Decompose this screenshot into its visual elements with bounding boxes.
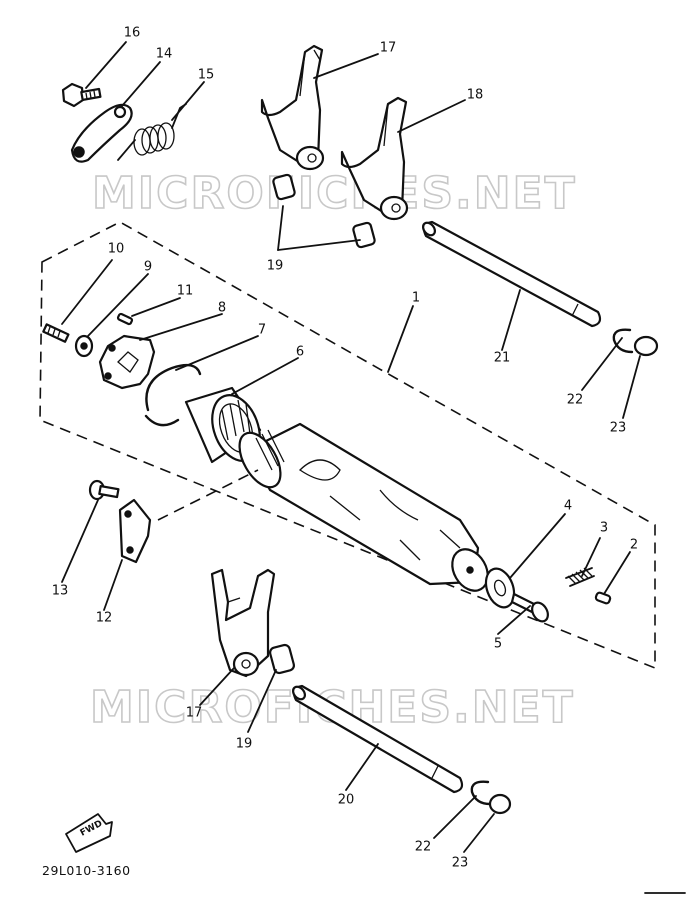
callout-22-upper: 22: [567, 393, 584, 408]
callout-2: 2: [630, 538, 638, 553]
callout-3: 3: [600, 521, 608, 536]
part-11-pin: [116, 312, 134, 326]
part-17-fork-upper: [260, 44, 325, 171]
callout-10: 10: [108, 242, 125, 257]
callout-23-lower: 23: [452, 856, 469, 871]
callout-6: 6: [296, 345, 304, 360]
callout-20: 20: [338, 793, 355, 808]
callout-12: 12: [96, 611, 113, 626]
part-10-bolt: [42, 323, 70, 343]
callout-7: 7: [258, 323, 266, 338]
part-9-washer: [74, 334, 94, 358]
watermark-top: MICROFICHES.NET: [92, 168, 577, 219]
part-19-roller-lower: [268, 643, 296, 675]
callout-9: 9: [144, 260, 152, 275]
assembly-boundary: [39, 221, 656, 670]
part-8-segment: [98, 334, 156, 390]
callout-17-upper: 17: [380, 41, 397, 56]
diagram-code: 29L010-3160: [42, 863, 131, 878]
part-12-stopper: [118, 498, 152, 564]
part-17-fork-lower: [210, 568, 276, 678]
callout-22-lower: 22: [415, 840, 432, 855]
callout-17-lower: 17: [186, 706, 203, 721]
callout-8: 8: [218, 301, 226, 316]
callout-18: 18: [467, 88, 484, 103]
leader-lines: [61, 41, 641, 853]
callout-16: 16: [124, 26, 141, 41]
part-16-bolt: [61, 82, 102, 108]
part-5-screw: [510, 592, 549, 623]
callout-23-upper: 23: [610, 421, 627, 436]
part-3-spring: [565, 567, 595, 587]
fwd-arrow-icon: FWD: [65, 813, 113, 853]
part-14-lever: [70, 103, 133, 163]
callout-19-lower: 19: [236, 737, 253, 752]
callout-5: 5: [494, 637, 502, 652]
callout-21: 21: [494, 351, 511, 366]
part-18-fork: [340, 96, 409, 221]
part-22-23-upper: [612, 328, 659, 357]
callout-14: 14: [156, 47, 173, 62]
part-13-bolt: [88, 479, 120, 501]
callout-13: 13: [52, 584, 69, 599]
callout-19-upper: 19: [267, 259, 284, 274]
part-2-pin: [594, 591, 612, 605]
callout-11: 11: [177, 284, 194, 299]
callout-15: 15: [198, 68, 215, 83]
part-21-shaft: [421, 220, 602, 328]
part-22-23-lower: [470, 780, 512, 815]
callout-4: 4: [564, 499, 572, 514]
part-7-circlip: [144, 363, 202, 427]
part-4-washer: [484, 567, 516, 609]
part-20-shaft: [291, 684, 464, 794]
callout-1: 1: [412, 291, 420, 306]
part-1-shift-drum: [238, 422, 489, 592]
